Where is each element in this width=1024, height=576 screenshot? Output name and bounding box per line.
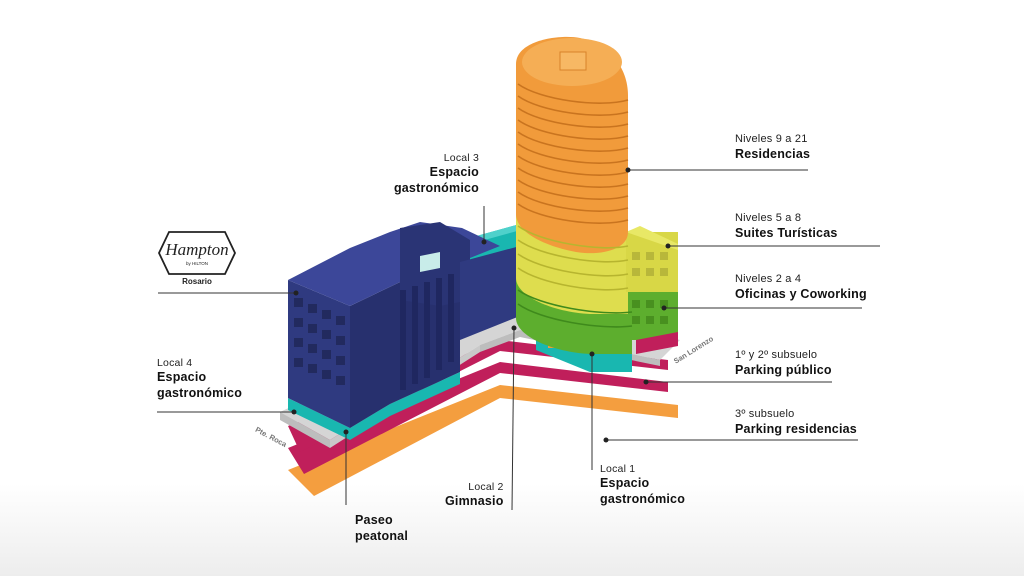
hexagon-logo-icon: Hampton by HILTON (158, 231, 236, 275)
label-local1: Local 1 Espacio gastronómico (600, 463, 686, 506)
logo-city: Rosario (182, 277, 212, 286)
label-residencias: Niveles 9 a 21 Residencias (735, 133, 811, 161)
label-parking-residencias: 3º subsuelo Parking residencias (735, 408, 857, 436)
label-local4: Local 4 Espacio gastronómico (157, 357, 243, 400)
leader-dots (291, 167, 671, 443)
label-local3: Local 3 Espacio gastronómico (393, 152, 479, 195)
label-oficinas: Niveles 2 a 4 Oficinas y Coworking (735, 273, 867, 301)
label-parking-publico: 1º y 2º subsuelo Parking público (735, 349, 832, 377)
label-suites: Niveles 5 a 8 Suites Turísticas (735, 212, 838, 240)
label-local2: Local 2 Gimnasio (445, 481, 504, 509)
hotel-hampton-block (288, 222, 520, 440)
label-paseo-peatonal: Paseo peatonal (355, 513, 408, 543)
hampton-logo: Hampton by HILTON Rosario (157, 230, 237, 290)
logo-text: Hampton (164, 240, 228, 259)
tower (516, 36, 678, 372)
leader-lines (157, 169, 880, 511)
logo-subtext: by HILTON (186, 261, 208, 266)
